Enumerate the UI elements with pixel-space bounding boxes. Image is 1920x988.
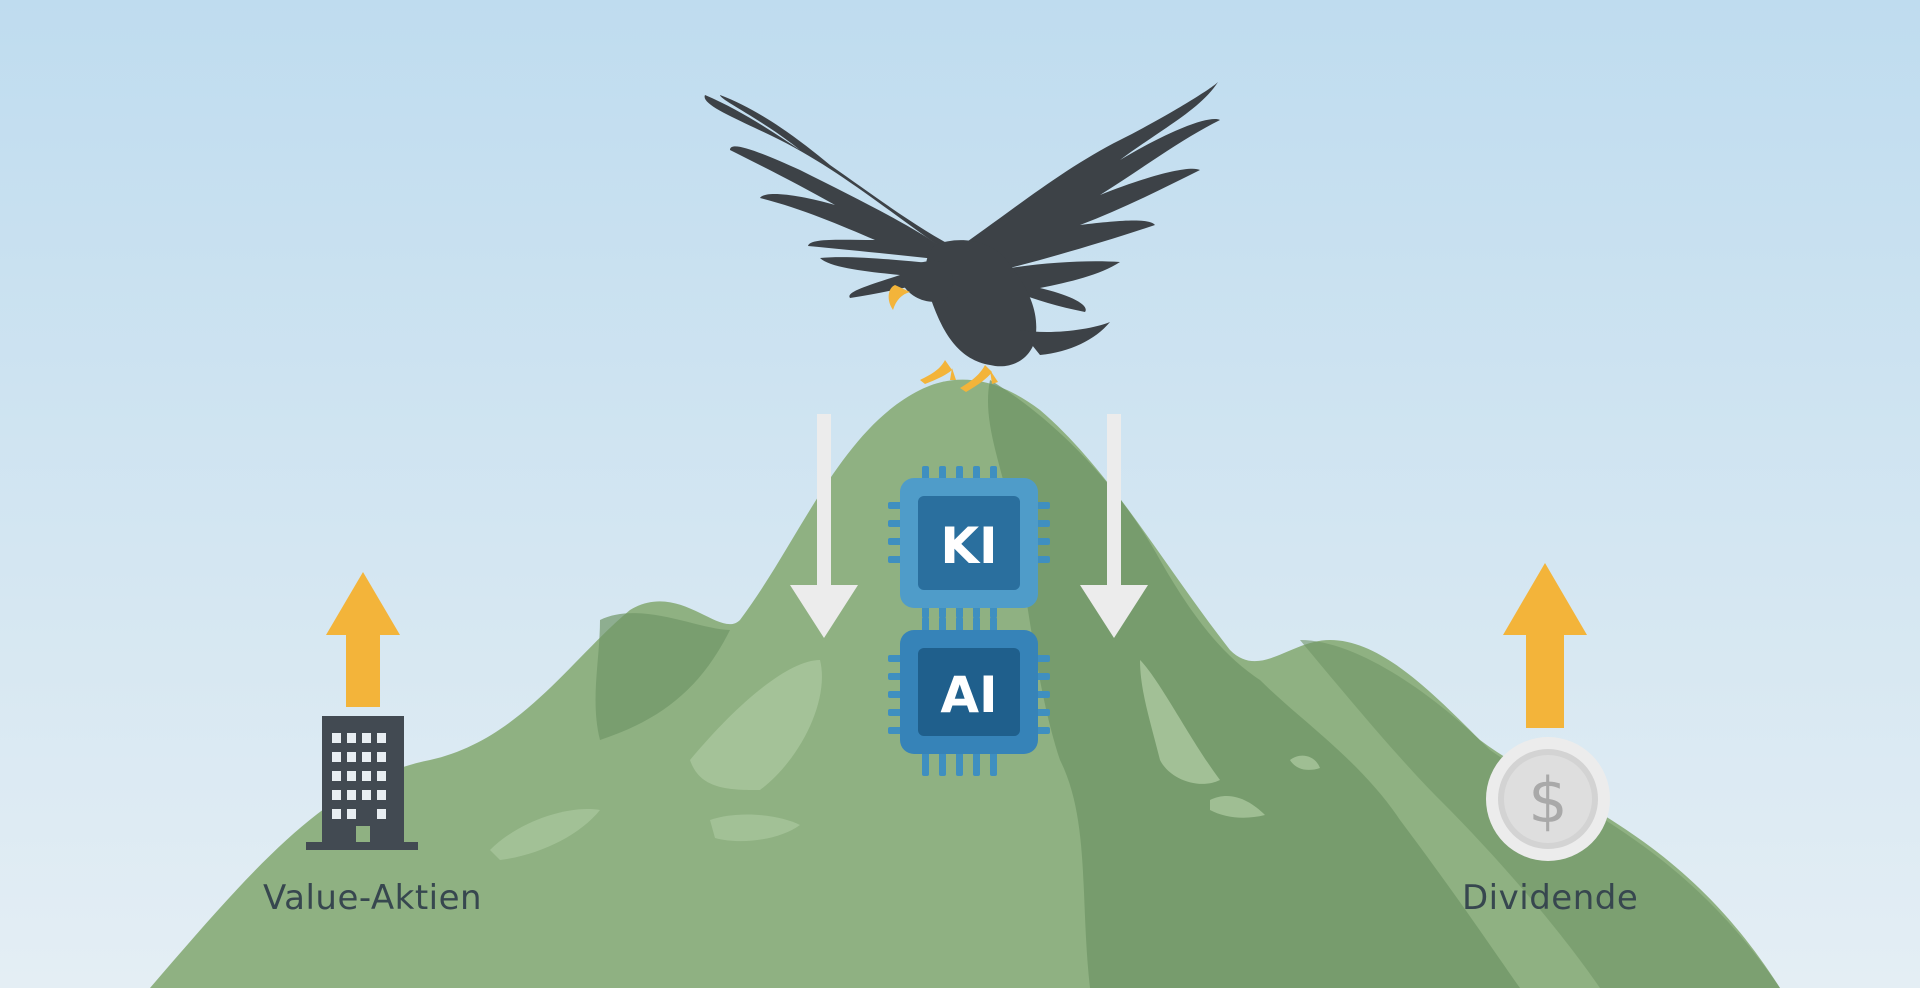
arrow-up-icon <box>1503 563 1587 728</box>
building-icon <box>306 716 418 850</box>
arrow-down-icon <box>790 414 858 638</box>
arrow-down-icon <box>1080 414 1148 638</box>
dividend-label: Dividende <box>1462 878 1639 918</box>
eagle-icon <box>704 82 1220 392</box>
chip-icon-ai <box>888 617 1050 776</box>
chip-label-ki: KI <box>940 517 997 575</box>
coin-symbol: $ <box>1528 764 1567 837</box>
value-stocks-label: Value-Aktien <box>263 878 483 918</box>
coin-icon <box>1486 737 1610 861</box>
chip-label-ai: AI <box>940 666 997 724</box>
arrow-up-icon <box>326 572 400 707</box>
chip-icon-ki <box>888 466 1050 618</box>
